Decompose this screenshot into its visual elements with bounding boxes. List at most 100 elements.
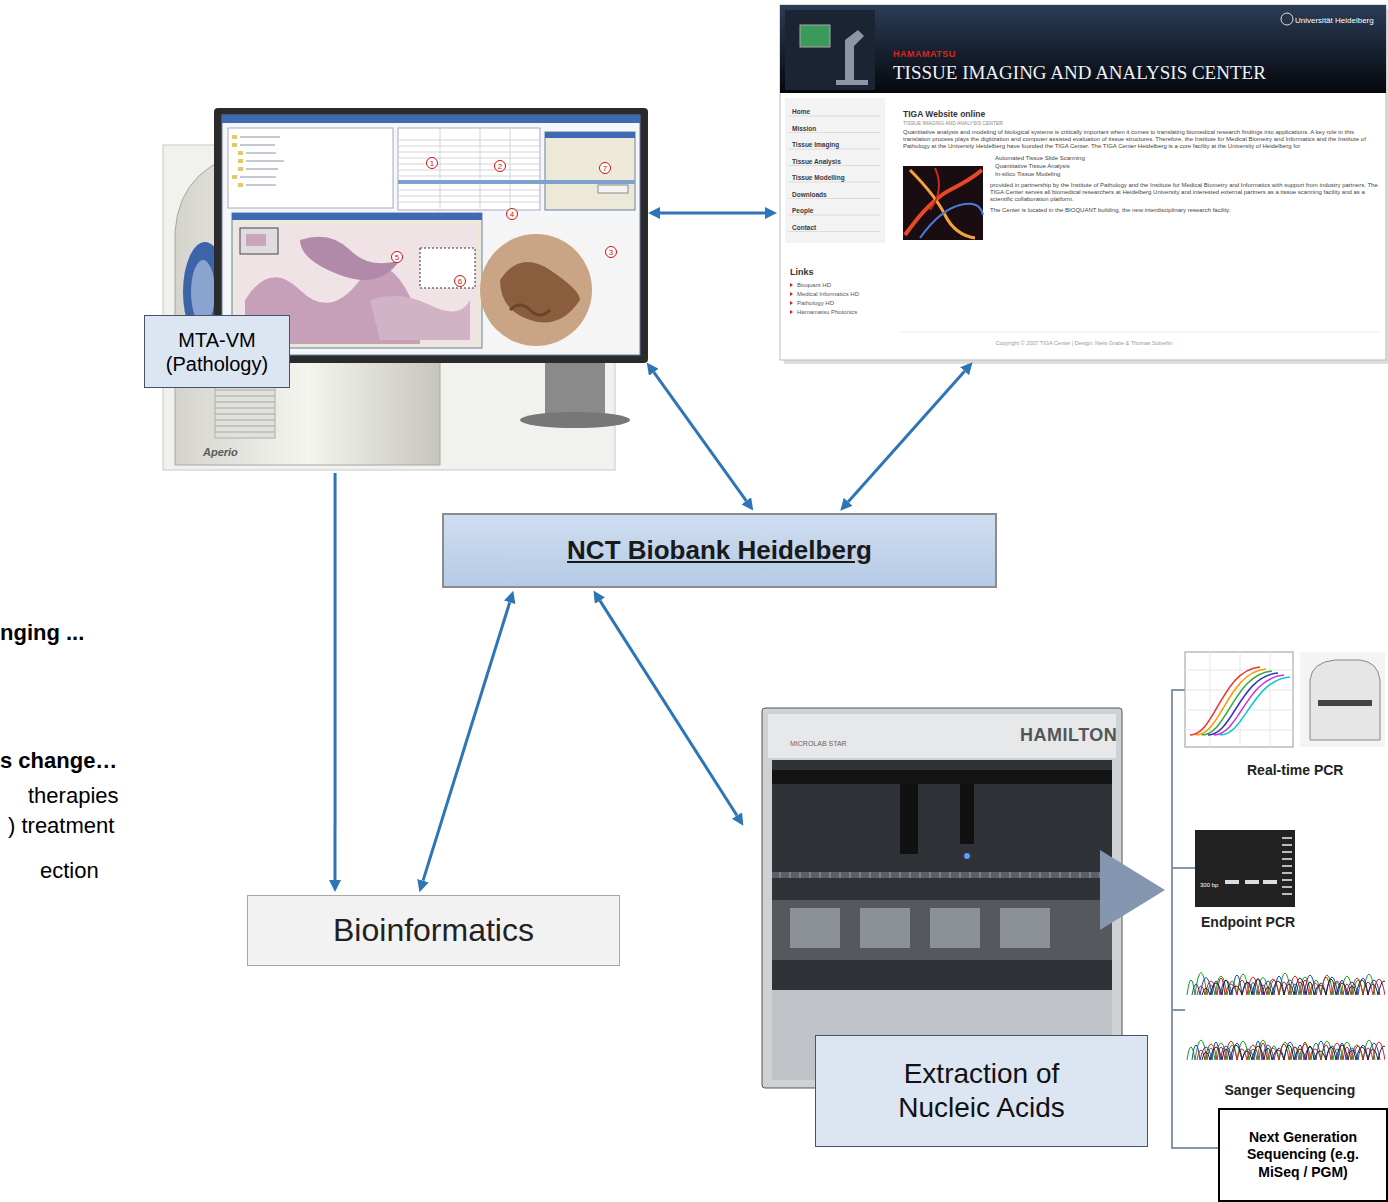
monitor-screenshot	[222, 115, 640, 123]
caption: Sanger Sequencing	[1225, 1082, 1356, 1099]
monitor-screenshot	[246, 234, 266, 246]
robot-photo	[772, 872, 1112, 878]
caption: Real-time PCR	[1247, 762, 1343, 779]
robot-photo	[900, 784, 918, 854]
pointer-triangle	[1100, 850, 1165, 930]
node-text: TISSUE IMAGING AND ANALYSIS CENTER	[903, 120, 1003, 126]
node-text: Bioquant HD	[797, 282, 831, 289]
node-text: Copyright © 2007 TIGA Center | Design: N…	[996, 340, 1173, 347]
node-text: Downloads	[792, 191, 827, 199]
node-text: Links	[790, 267, 814, 278]
node-text: TISSUE IMAGING AND ANALYSIS CENTER	[893, 62, 1266, 85]
website-screenshot	[785, 98, 885, 243]
monitor-screenshot	[420, 248, 475, 288]
monitor-screenshot	[240, 228, 278, 254]
website-screenshot	[788, 116, 880, 232]
website-screenshot: Universität HeidelbergHAMAMATSUTISSUE IM…	[780, 5, 1388, 360]
monitor-screenshot	[545, 132, 635, 210]
gel-image	[1263, 880, 1277, 884]
connector-arrow	[660, 211, 765, 214]
connector-arrow	[848, 371, 964, 502]
monitor-screenshot	[398, 128, 540, 210]
callout-number: 4	[506, 208, 518, 220]
node-text: Hamamatsu Photonics	[797, 309, 857, 316]
node-text: Quantitative analysis and modeling of bi…	[903, 129, 1380, 151]
monitor-screenshot	[398, 180, 635, 184]
monitor-screenshot	[510, 305, 550, 315]
scanner-photo	[545, 360, 605, 415]
monitor-screenshot	[232, 135, 243, 187]
scanner-photo	[520, 412, 630, 428]
node-text: TIGA Website online	[903, 109, 985, 119]
node-text: Quantitative Tissue Analysis	[995, 163, 1070, 170]
chromatogram	[1187, 1040, 1388, 1060]
gel-image	[1245, 880, 1259, 884]
node-text: provided in partnership by the Institute…	[990, 182, 1380, 204]
robot-photo: MICROLAB STARHAMILTON	[745, 705, 1125, 1090]
connector-arrow	[334, 473, 337, 880]
node-text: Tissue Modelling	[792, 174, 845, 182]
website-screenshot	[900, 332, 1380, 333]
biobank-box: NCT Biobank Heidelberg	[442, 513, 997, 588]
pcr-machine	[1310, 660, 1380, 740]
website-screenshot	[920, 204, 983, 238]
website-screenshot	[780, 5, 1386, 93]
monitor-screenshot	[228, 128, 393, 208]
side-text: s change…	[0, 748, 117, 774]
pcr-plot	[1220, 677, 1290, 735]
pcr-machine	[1318, 700, 1372, 706]
node-text: Bioinformatics	[333, 912, 534, 949]
monitor-screenshot	[398, 128, 540, 210]
robot-photo	[960, 784, 974, 844]
gel-image	[1195, 830, 1295, 907]
node-text: People	[792, 207, 813, 215]
website-screenshot	[905, 170, 982, 235]
monitor-screenshot	[545, 132, 635, 138]
node-text: Home	[792, 108, 810, 116]
node-text: HAMILTON	[1020, 725, 1117, 747]
callout-number: 7	[599, 162, 611, 174]
website-screenshot	[845, 30, 864, 80]
pcr-machine	[1300, 652, 1385, 747]
caption: Endpoint PCR	[1201, 914, 1295, 931]
node-text: Automated Tissue Slide Scanning	[995, 155, 1085, 162]
robot-photo	[772, 760, 1112, 990]
pcr-plot	[1185, 652, 1293, 747]
process-box: Extraction of Nucleic Acids	[815, 1035, 1148, 1147]
node-text: Tissue Imaging	[792, 141, 839, 149]
website-screenshot	[785, 10, 875, 90]
monitor-screenshot	[300, 237, 400, 280]
node-text: The Center is located in the BIOQUANT bu…	[990, 207, 1380, 214]
callout-number: 1	[426, 157, 438, 169]
callout-number: 3	[605, 246, 617, 258]
node-text: Tissue Analysis	[792, 158, 841, 166]
chromatogram	[1187, 973, 1385, 996]
pcr-plot	[1185, 652, 1293, 747]
callout-number: 2	[494, 160, 506, 172]
connector-arrow	[654, 372, 747, 501]
gel-image	[1225, 880, 1239, 884]
method-box: Next Generation Sequencing (e.g. MiSeq /…	[1218, 1108, 1388, 1202]
pcr-plot	[1185, 652, 1293, 747]
process-box: Bioinformatics	[247, 895, 620, 966]
node-text: Pathology HD	[797, 300, 834, 307]
connector-arrow	[600, 601, 737, 816]
robot-photo	[762, 708, 1122, 1088]
robot-photo	[930, 908, 980, 948]
gel-label: 300 bp	[1200, 882, 1218, 889]
pointer-triangle	[1100, 850, 1165, 930]
callout-number: 5	[391, 251, 403, 263]
pcr-machine	[1300, 652, 1385, 747]
robot-photo	[772, 770, 1112, 784]
side-text: therapies	[28, 783, 119, 809]
callout-number: 6	[454, 275, 466, 287]
website-screenshot	[836, 80, 868, 85]
connector-arrow	[423, 602, 510, 880]
monitor-screenshot	[500, 262, 580, 323]
pcr-plot	[1214, 675, 1284, 735]
node-text: Contact	[792, 224, 816, 232]
robot-photo	[780, 872, 1100, 878]
